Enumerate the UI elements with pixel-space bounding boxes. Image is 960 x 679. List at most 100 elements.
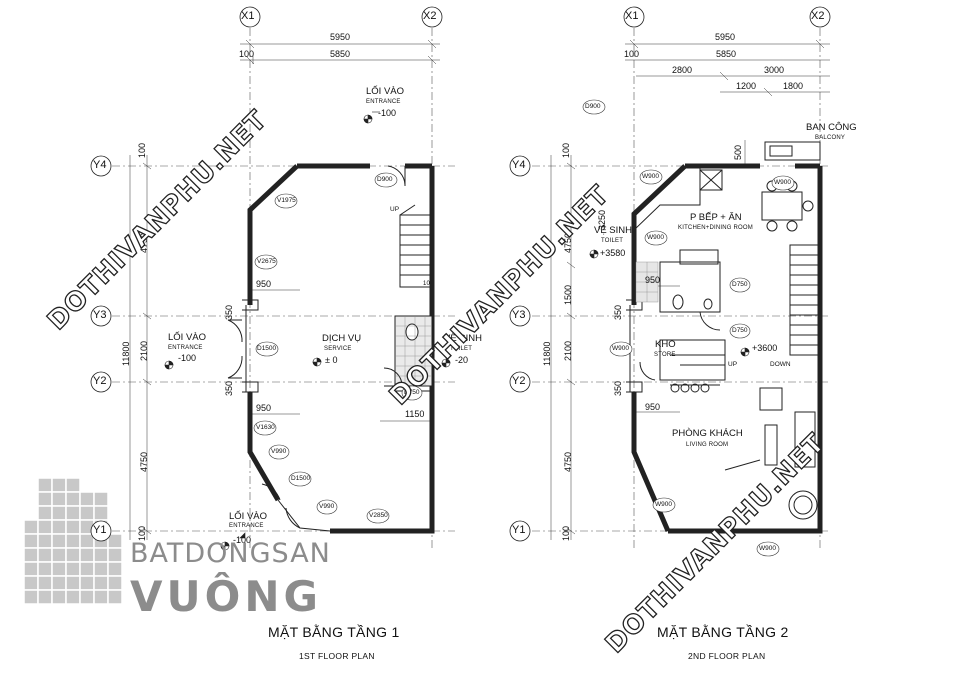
plan1-dim-950-lower: 950 [256,403,272,413]
plan1-entrance-top-level: -100 [378,108,397,118]
plan1-tag-v990-a: V990 [271,448,287,455]
plan2-dim-left-total: 11800 [542,341,552,366]
plan1-entrance-bottom-level: -100 [233,535,252,545]
plan2-level-markers [589,249,750,357]
plan1-service-vn: DỊCH VỤ [322,333,362,344]
plan1-entrance-top-en: ENTRANCE [366,99,401,105]
plan2-dim-2800: 2800 [672,65,693,75]
plan1-tag-d1500-left: D1500 [257,345,277,352]
plan2-dim-950-lower: 950 [645,402,661,412]
plan1-toilet-vn: VỆ SINH [444,333,483,344]
plan1-grid-y2-label: Y2 [93,375,107,387]
plan1-title: MẶT BẰNG TẦNG 1 [268,624,400,640]
plan1-tag-v2850: V2850 [369,512,388,519]
plan1-dim-left-3: 350 [224,304,234,320]
plan1-walls-thin [227,165,433,532]
plan2-living-vn: PHÒNG KHÁCH [672,428,743,439]
plan2-stair-down: DOWN [770,361,791,368]
plan2-toilet-level: +3580 [600,248,626,258]
plan1-entrance-bottom-vn: LỐI VÀO [229,511,268,522]
plan2-dim-offset: 100 [624,49,640,59]
plan1-toilet-en: TOILET [450,346,473,352]
plan1-stair-up: UP [390,206,400,213]
plan2-tag-d750-b: D750 [732,327,748,334]
plan2-dim-950-upper: 950 [645,275,661,285]
logo-line2: VUÔNG [130,572,322,621]
plan1-tag-v990-b: V990 [319,503,335,510]
plan2-grid-x2-label: X2 [811,10,825,22]
plan1-walls [247,163,435,534]
plan1-subtitle: 1ST FLOOR PLAN [299,651,375,661]
plan1-service-level: ± 0 [325,355,338,365]
plan1-grid-y1-label: Y1 [93,524,107,536]
logo-line1: BATDONGSAN [130,538,331,569]
plan1-grid-y4-label: Y4 [93,159,107,171]
plan1-dim-offset: 100 [239,49,255,59]
plan2-living-en: LIVING ROOM [686,442,729,448]
plan2-tag-w900-b: W900 [774,179,791,186]
plan2-kitchen-vn: P BẾP + ĂN [690,212,742,223]
plan1-dim-left-6: 4750 [139,451,149,472]
plan1-grid-x2-label: X2 [423,10,437,22]
plan1-service-en: SERVICE [324,346,352,352]
plan1-tag-v1630: V1630 [256,424,275,431]
plan1-entrance-top-vn: LỐI VÀO [366,86,405,97]
plan1-tag-v1975: V1975 [277,197,296,204]
plan1-toilet-level: -20 [455,355,469,365]
plan2-dim-left-2100: 2100 [563,340,573,361]
plan2-tag-w900-c: W900 [647,234,664,241]
plan2-grid-y1-label: Y1 [512,524,526,536]
plan2-dim-left-1500: 1500 [563,284,573,305]
plan1-tag-v2675: V2675 [257,258,276,265]
plan2-tag-w900-a: W900 [642,173,659,180]
plan1-dim-total-width: 5950 [330,32,351,42]
plan1-dim-950-upper: 950 [256,279,272,289]
plan2-store-en: STORE [654,352,676,358]
plan2-dim-1800: 1800 [783,81,804,91]
plan1-dim-left-5: 350 [224,380,234,396]
plan2-walls-thin [626,141,821,520]
plan2-dim-left-100b: 100 [561,525,571,541]
plan1-grid [112,28,455,548]
plan2-grid-x1-label: X1 [625,10,639,22]
plan2-tag-circles [582,99,795,557]
plan2-dim-1200: 1200 [736,81,757,91]
plan2-tag-d900: D900 [585,103,601,110]
plan2-grid-y3-label: Y3 [512,309,526,321]
plan2-kitchen-en: KITCHEN+DINING ROOM [678,225,753,231]
plan1-grid-x1-label: X1 [241,10,255,22]
plan1-entrance-bottom-en: ENTRANCE [229,523,264,529]
plan1-grid-bubbles [90,6,443,542]
plan1-entrance-left-en: ENTRANCE [168,345,203,351]
plan2-grid-bubbles [509,6,831,542]
plan2-title: MẶT BẰNG TẦNG 2 [657,624,789,640]
plan1-dim-inner-width: 5850 [330,49,351,59]
plan2-dim-total-width: 5950 [715,32,736,42]
plan2-grid-y2-label: Y2 [512,375,526,387]
plan2-mid-level: +3600 [752,343,778,353]
plan2-balcony-en: BALCONY [815,135,846,141]
plan2-store-vn: KHO [655,339,676,350]
plan1-dimension-lines [129,39,440,540]
plan2-grid-y4-label: Y4 [512,159,526,171]
plan2-dim-left-4750b: 4750 [563,451,573,472]
plan2-dim-left-0: 100 [561,142,571,158]
plan1-dim-1150: 1150 [405,409,425,419]
plan1-tag-d1500-bottom: D1500 [291,475,311,482]
plan1-tag-circles [253,172,423,524]
plan1-tag-d900: D900 [377,176,393,183]
plan2-tag-w900-e: W900 [655,501,672,508]
plan1-dim-left-total: 11800 [121,341,131,366]
plan1-dim-left-4: 2100 [139,340,149,361]
plan2-dimension-lines [550,39,830,540]
plan2-dim-500: 500 [733,144,743,160]
plan2-stair-up: UP [728,361,738,368]
plan1-dim-left-0: 100 [137,142,147,158]
plan2-tag-w900-d: W900 [612,345,629,352]
plan2-tag-d750-a: D750 [732,281,748,288]
plan1-tile-hatch [395,316,432,386]
plan1-tag-d750: D750 [404,389,420,396]
plan1-entrance-left-level: -100 [178,353,197,363]
